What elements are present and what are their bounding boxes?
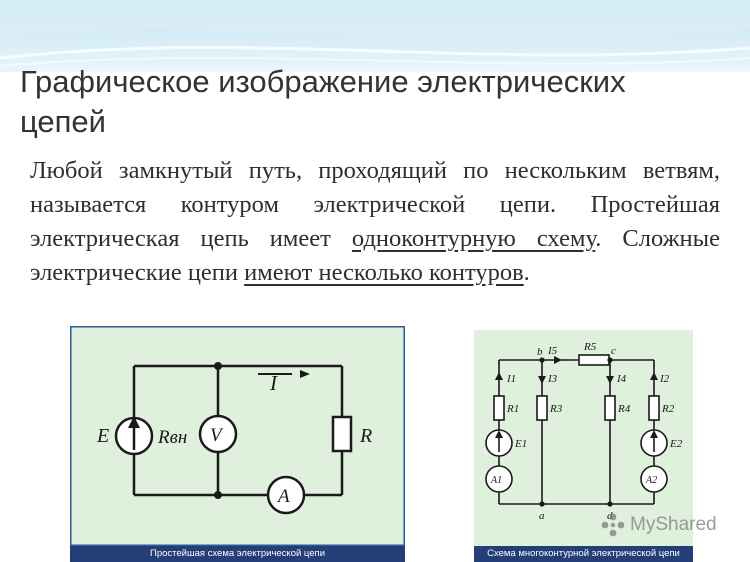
myshared-watermark: MyShared	[600, 510, 725, 540]
ammeter-label: A	[276, 486, 290, 507]
resistor-r2-label: R2	[661, 403, 675, 415]
node-b-label: b	[537, 346, 543, 358]
simple-circuit-figure: E Rвн V I R A Простейшая схема электриче…	[70, 326, 405, 562]
resistor-r4-label: R4	[617, 403, 631, 415]
resistor-r3-label: R3	[549, 403, 563, 415]
myshared-logo-icon	[601, 513, 625, 537]
current-i4-label: I4	[616, 373, 627, 385]
simple-circuit-diagram: E Rвн V I R A	[70, 326, 405, 546]
header-wave-band	[0, 0, 750, 72]
current-i1-label: I1	[506, 373, 516, 385]
current-i3-label: I3	[547, 373, 558, 385]
ammeter-a2-label: A2	[645, 475, 657, 486]
multi-loop-circuit-figure: b I5 R5 c I1 I3 I4 I2 R1 R3 R4 R2 E1 E2 …	[474, 330, 693, 562]
watermark-text: MyShared	[630, 514, 717, 535]
slide-title: Графическое изображение электрических це…	[20, 64, 626, 139]
figure1-caption: Простейшая схема электрической цепи	[70, 546, 405, 562]
figure2-caption: Схема многоконтурной электрической цепи	[474, 546, 693, 562]
multi-loop-link[interactable]: имеют несколько контуров	[244, 259, 524, 286]
paragraph-text-3: .	[523, 259, 530, 286]
emf-label: E	[96, 425, 109, 447]
node-a-label: a	[539, 510, 545, 522]
node-c-label: c	[611, 345, 616, 357]
resistor-r5-label: R5	[583, 341, 597, 353]
internal-resistance-label: Rвн	[157, 427, 187, 448]
paragraph-text-1: Любой замкнутый путь, проходящий по неск…	[30, 157, 720, 252]
current-i5-label: I5	[547, 345, 558, 357]
paragraph-text-2: . Сложные электрические цепи	[30, 225, 720, 286]
emf-e2-label: E2	[669, 438, 683, 450]
ammeter-a1-label: A1	[490, 475, 502, 486]
voltmeter-label: V	[210, 425, 224, 446]
multi-loop-circuit-diagram: b I5 R5 c I1 I3 I4 I2 R1 R3 R4 R2 E1 E2 …	[474, 330, 693, 546]
resistor-label: R	[359, 425, 372, 447]
current-i2-label: I2	[659, 373, 670, 385]
emf-e1-label: E1	[514, 438, 527, 450]
single-loop-link[interactable]: одноконтурную схему	[351, 225, 596, 252]
body-paragraph: Любой замкнутый путь, проходящий по неск…	[30, 154, 720, 290]
resistor-r1-label: R1	[506, 403, 519, 415]
current-label: I	[269, 371, 278, 395]
